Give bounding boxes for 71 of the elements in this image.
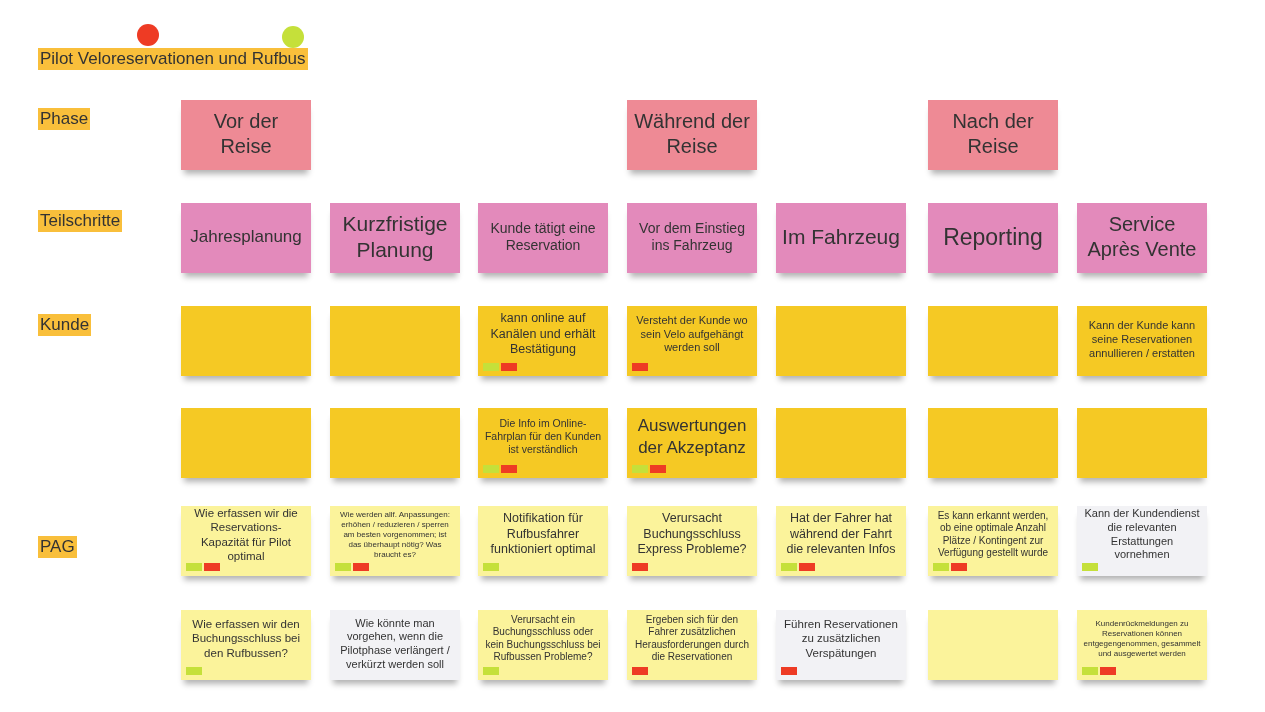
sticky-note bbox=[478, 408, 608, 478]
note-text: Wie werden allf. Anpassungen: erhöhen / reduzieren / sperren am besten vorgenommen; ist das überhaupt nötig? Was braucht es? bbox=[339, 509, 451, 560]
note-text: Wie erfassen wir den Buchungsschluss bei den Rufbussen? bbox=[190, 616, 301, 661]
sticky-note bbox=[776, 610, 906, 680]
sticky-note bbox=[478, 506, 608, 576]
header-note bbox=[627, 100, 757, 170]
note-text: Kann der Kunde kann seine Reservationen annullieren / erstatten bbox=[1087, 319, 1197, 361]
note-text: Notifikation für Rufbusfahrer funktioniert optimal bbox=[489, 511, 597, 558]
note-text: Service Après Vente bbox=[1086, 212, 1198, 262]
sticky-note bbox=[928, 408, 1058, 478]
row-label: Kunde bbox=[38, 314, 92, 336]
sticky-note bbox=[627, 610, 757, 680]
note-text: Jahresplanung bbox=[190, 226, 302, 248]
note-text: Während der Reise bbox=[633, 109, 751, 159]
note-text: Kann der Kundendienst die relevanten Erstattungen vornehmen bbox=[1083, 507, 1201, 562]
note-text: Nach der Reise bbox=[951, 109, 1035, 159]
row-label: Phase bbox=[38, 108, 91, 130]
sticky-note bbox=[478, 306, 608, 376]
sticky-note bbox=[330, 506, 460, 576]
sticky-note bbox=[1077, 408, 1207, 478]
sticky-note bbox=[928, 506, 1058, 576]
note-text: Verursacht ein Buchungsschluss oder kein Buchungsschluss bei Rufbussen Probleme? bbox=[484, 613, 602, 664]
note-text: Im Fahrzeug bbox=[782, 223, 900, 250]
sticky-note bbox=[181, 610, 311, 680]
note-text: kann online auf Kanälen und erhält Bestätigung bbox=[489, 311, 597, 358]
header-note bbox=[627, 203, 757, 273]
note-text: Ergeben sich für den Fahrer zusätzlichen Herausforderungen durch die Reservationen bbox=[634, 613, 750, 664]
note-text: Wie könnte man vorgehen, wenn die Pilotphase verlängert / verkürzt werden soll bbox=[339, 616, 451, 672]
note-text: Auswertungen der Akzeptanz bbox=[636, 415, 748, 458]
sticky-note bbox=[776, 408, 906, 478]
sticky-note bbox=[330, 610, 460, 680]
note-text: Kurzfristige Planung bbox=[341, 210, 449, 263]
note-text: Die Info im Online-Fahrplan für den Kunden ist verständlich bbox=[484, 416, 602, 457]
sticky-note bbox=[1077, 506, 1207, 576]
sticky-note bbox=[776, 506, 906, 576]
sticky-note bbox=[330, 408, 460, 478]
note-text: Führen Reservationen zu zusätzlichen Verspätungen bbox=[783, 616, 899, 661]
note-text: Vor der Reise bbox=[212, 109, 280, 159]
header-note bbox=[928, 100, 1058, 170]
sticky-note bbox=[776, 306, 906, 376]
sticky-note bbox=[1077, 610, 1207, 680]
row-label: Teilschritte bbox=[38, 210, 123, 232]
header-note bbox=[181, 100, 311, 170]
note-text: Versteht der Kunde wo sein Velo aufgehängt werden soll bbox=[635, 313, 749, 356]
sticky-note bbox=[928, 610, 1058, 680]
sticky-note bbox=[928, 306, 1058, 376]
header-note bbox=[1077, 203, 1207, 273]
sticky-note bbox=[627, 306, 757, 376]
sticky-note bbox=[1077, 306, 1207, 376]
sticky-note bbox=[181, 408, 311, 478]
sticky-note bbox=[627, 408, 757, 478]
note-text: Vor dem Einstieg ins Fahrzeug bbox=[638, 219, 746, 255]
header-note bbox=[478, 203, 608, 273]
header-note bbox=[181, 203, 311, 273]
note-text: Kundenrückmeldungen zu Reservationen können entgegengenommen, gesammelt und ausgewertet werden bbox=[1083, 618, 1201, 659]
sticky-note bbox=[181, 506, 311, 576]
sticky-note bbox=[330, 306, 460, 376]
sticky-note bbox=[627, 506, 757, 576]
note-text: Es kann erkannt werden, ob eine optimale Anzahl Plätze / Kontingent zur Verfügung gestellt wurde bbox=[936, 509, 1050, 560]
header-note bbox=[776, 203, 906, 273]
header-note bbox=[928, 203, 1058, 273]
board-title: Pilot Veloreservationen und Rufbus bbox=[38, 48, 308, 70]
note-text: Wie erfassen wir die Reservations-Kapazität für Pilot optimal bbox=[193, 505, 299, 564]
note-text: Hat der Fahrer hat während der Fahrt die relevanten Infos bbox=[785, 511, 897, 558]
note-text: Verursacht Buchungsschluss Express Probleme? bbox=[636, 511, 748, 558]
sticky-note bbox=[181, 306, 311, 376]
header-note bbox=[330, 203, 460, 273]
sticky-note bbox=[478, 610, 608, 680]
note-text: Reporting bbox=[943, 222, 1043, 252]
note-text: Kunde tätigt eine Reservation bbox=[489, 219, 597, 255]
row-label: PAG bbox=[38, 536, 77, 558]
